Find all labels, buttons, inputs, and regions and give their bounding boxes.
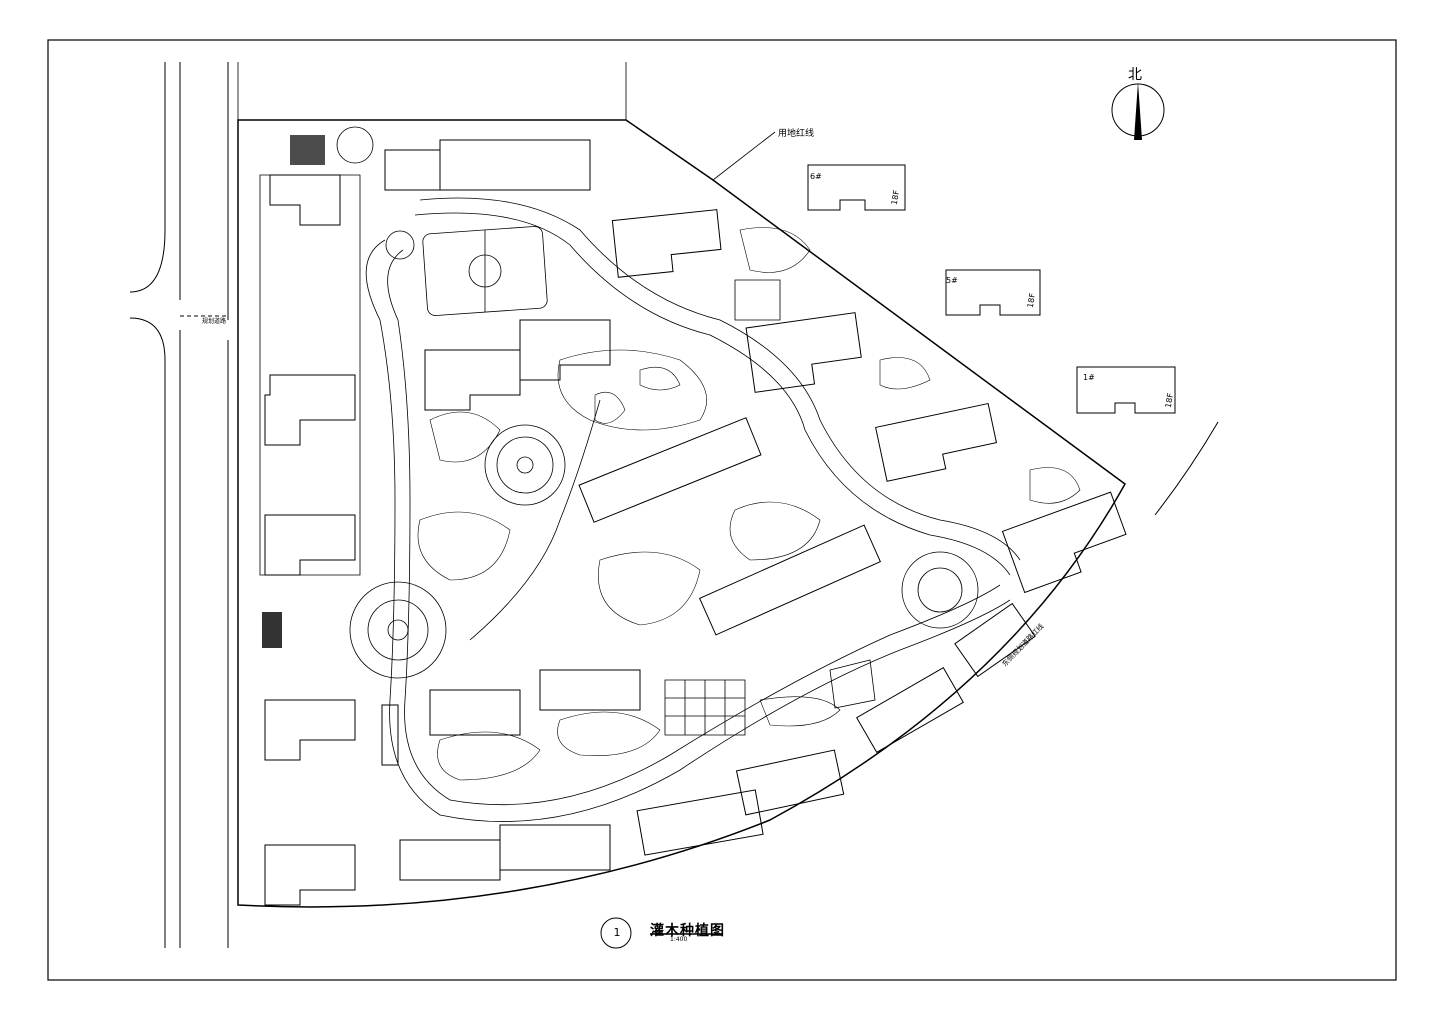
plazas	[336, 126, 979, 736]
road-label: 规划道路	[202, 318, 227, 325]
north-arrow-icon	[1111, 82, 1165, 140]
north-label: 北	[1128, 67, 1142, 83]
entrance-block	[381, 704, 399, 766]
entrance-gate	[262, 612, 282, 648]
landscape-contours	[417, 227, 1081, 781]
building-footprints	[264, 139, 1127, 906]
walkways	[259, 174, 1021, 822]
reference-buildings	[807, 164, 1176, 414]
building-name-1: 1#	[1083, 373, 1095, 382]
site-boundary	[237, 119, 1126, 908]
east-road-line	[1154, 421, 1219, 516]
title-number-circle	[600, 917, 632, 949]
title-number: 1	[613, 926, 621, 939]
drawing-scale: 1:400	[670, 936, 688, 943]
hatched-block	[290, 135, 325, 165]
sports-field	[422, 226, 548, 316]
boundary-label: 用地红线	[778, 129, 815, 139]
building-name-5: 5#	[946, 276, 958, 285]
boundary-leader	[712, 131, 776, 181]
drawing-title: 灌木种植图	[650, 923, 725, 939]
building-name-6: 6#	[810, 172, 822, 181]
west-road	[129, 62, 229, 948]
north-road-stub	[237, 62, 627, 120]
drawing-frame	[47, 39, 1397, 981]
